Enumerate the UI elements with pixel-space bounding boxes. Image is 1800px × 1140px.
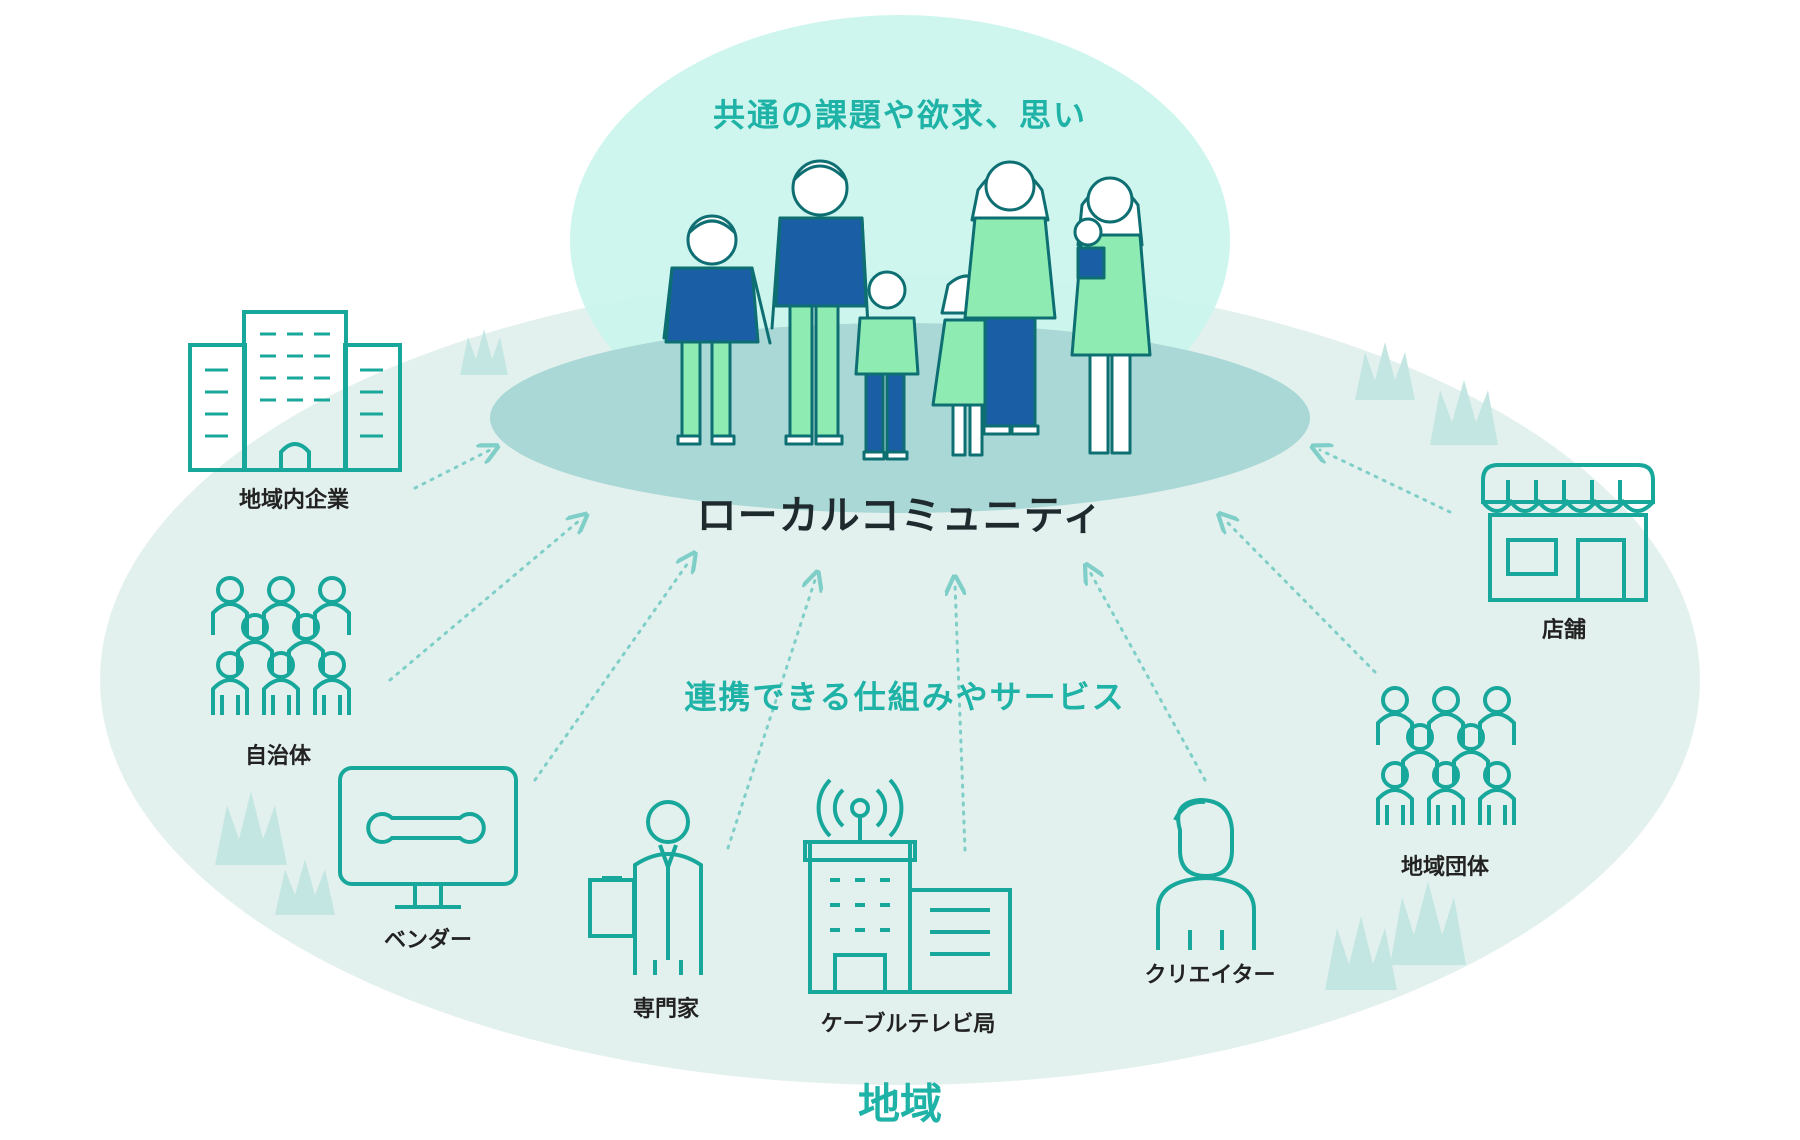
people-group-icon: [211, 576, 351, 715]
actor-label-creator: クリエイター: [1144, 963, 1276, 988]
link-arrow-cable-tv: [955, 585, 967, 852]
services-label: 連携できる仕組みやサービス: [684, 678, 1126, 716]
actor-label-cable-tv: ケーブルテレビ局: [820, 1012, 996, 1037]
link-arrow-municipality: [388, 520, 580, 682]
actor-label-vendor: ベンダー: [383, 928, 473, 953]
actor-label-company: 地域内企業: [238, 488, 350, 513]
monitor-wrench-icon: [338, 766, 518, 909]
actor-label-regional-group: 地域団体: [1400, 855, 1490, 880]
mother-figure: [963, 160, 1057, 436]
people-group-icon: [1376, 686, 1516, 825]
link-arrow-creator: [1090, 572, 1207, 782]
actor-label-expert: 専門家: [632, 997, 700, 1022]
woman-with-baby-figure: [1070, 176, 1152, 455]
actor-label-store: 店舗: [1541, 618, 1587, 643]
expert-person-icon: [588, 800, 703, 975]
actor-label-municipality: 自治体: [244, 744, 312, 769]
region-label: 地域: [857, 1079, 943, 1129]
link-arrow-expert: [726, 580, 815, 850]
community-title: ローカルコミュニティ: [696, 493, 1104, 539]
son-figure: [854, 270, 920, 461]
shared-concerns-heading: 共通の課題や欲求、思い: [712, 96, 1088, 134]
family-illustration: [662, 159, 1152, 461]
father-figure: [770, 159, 870, 446]
broadcast-station-icon: [803, 778, 1012, 994]
link-arrow-vendor: [533, 560, 690, 782]
grandfather-figure: [662, 214, 772, 446]
storefront-icon: [1481, 463, 1655, 602]
link-arrow-regional-group: [1225, 520, 1377, 674]
grass-icon: [215, 329, 1498, 990]
link-arrow-store: [1320, 450, 1452, 514]
creator-person-icon: [1156, 797, 1256, 950]
office-buildings-icon: [188, 310, 402, 472]
